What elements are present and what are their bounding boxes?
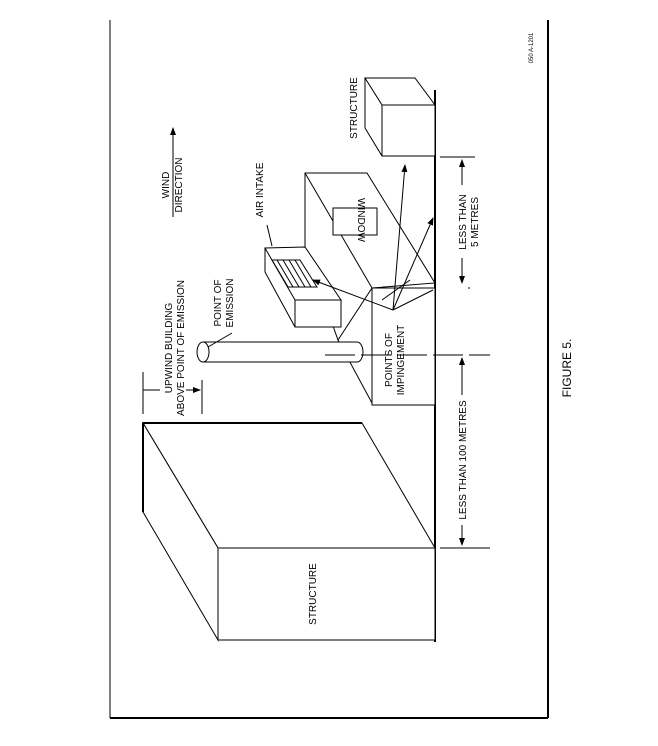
wind-label: WIND bbox=[161, 172, 172, 199]
less-than-5-label-1: LESS THAN bbox=[458, 194, 469, 249]
upwind-dimension bbox=[142, 372, 203, 414]
louvers-icon bbox=[271, 259, 318, 288]
left-structure bbox=[142, 421, 436, 642]
window bbox=[332, 207, 378, 236]
distance-dimensions bbox=[325, 156, 490, 549]
right-structure bbox=[364, 77, 436, 157]
emission-stack bbox=[196, 341, 364, 363]
direction-label: DIRECTION bbox=[174, 158, 185, 213]
impingement-label-2: IMPINGEMENT bbox=[396, 325, 407, 396]
page-frame bbox=[109, 20, 549, 719]
air-intake bbox=[264, 246, 342, 328]
upwind-label-2: ABOVE POINT OF EMISSION bbox=[176, 280, 187, 416]
less-than-5-label-2: 5 METRES bbox=[470, 197, 481, 247]
flow-lines bbox=[312, 164, 434, 311]
structure-right-label: STRUCTURE bbox=[349, 77, 360, 139]
structure-left-label: STRUCTURE bbox=[308, 563, 319, 625]
point-emission-label-1: POINT OF bbox=[213, 279, 224, 326]
figure-caption: FIGURE 5. bbox=[560, 339, 574, 398]
point-emission-label-2: EMISSION bbox=[225, 279, 236, 328]
window-label: WINDOW bbox=[355, 198, 366, 242]
impingement-label-1: POINTS OF bbox=[384, 333, 395, 387]
upwind-label-1: UPWIND BUILDING bbox=[164, 302, 175, 393]
less-than-100-label: LESS THAN 100 METRES bbox=[458, 400, 469, 520]
reference-code: 050 A-1201 bbox=[529, 32, 535, 63]
air-intake-label: AIR INTAKE bbox=[255, 162, 266, 217]
